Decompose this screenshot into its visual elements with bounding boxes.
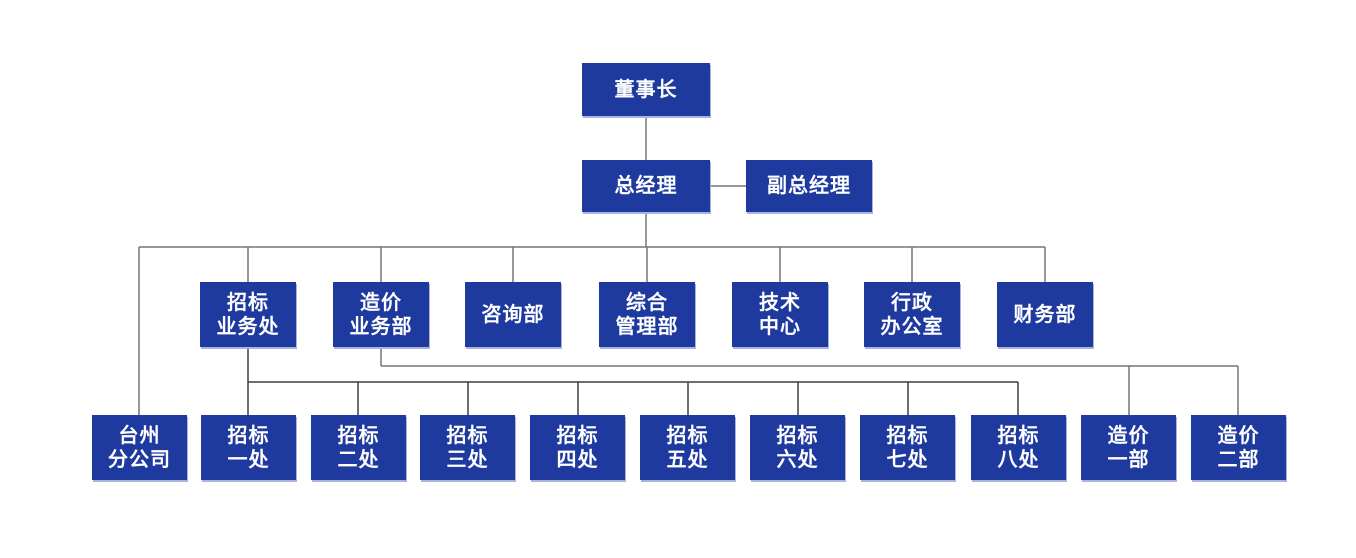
org-node-label: 业务部 [349,315,413,338]
org-node-bidding-office: 招标业务处 [200,282,296,347]
org-node-taizhou-branch: 台州分公司 [92,415,187,480]
org-node-cost-section-2: 造价二部 [1191,415,1286,480]
org-node-bidding-section-4: 招标四处 [530,415,625,480]
org-node-chairman: 董事长 [582,63,710,116]
org-node-label: 招标 [666,424,709,447]
org-node-label: 总经理 [614,175,678,197]
org-node-label: 造价 [1217,424,1260,447]
org-node-consulting-dept: 咨询部 [465,282,561,347]
org-node-bidding-section-8: 招标八处 [971,415,1066,480]
org-node-label: 五处 [666,448,709,471]
org-node-label: 六处 [776,448,819,471]
org-node-label: 三处 [446,448,489,471]
org-node-bidding-section-1: 招标一处 [201,415,296,480]
org-node-general-mgmt-dept: 综合管理部 [599,282,695,347]
org-node-label: 招标 [886,424,929,447]
org-node-finance-dept: 财务部 [997,282,1093,347]
org-node-label: 招标 [227,291,269,314]
org-node-label: 办公室 [880,315,944,338]
org-node-deputy-gm: 副总经理 [746,160,872,212]
org-node-label: 招标 [997,424,1040,447]
org-node-bidding-section-5: 招标五处 [640,415,735,480]
org-node-label: 招标 [776,424,819,447]
org-node-label: 中心 [759,315,801,338]
org-node-label: 财务部 [1013,303,1077,326]
org-node-cost-section-1: 造价一部 [1081,415,1176,480]
org-node-bidding-section-6: 招标六处 [750,415,845,480]
org-node-label: 分公司 [108,448,171,471]
org-node-admin-office: 行政办公室 [864,282,960,347]
org-node-label: 四处 [556,448,599,471]
org-node-bidding-section-2: 招标二处 [311,415,406,480]
org-node-label: 招标 [227,424,270,447]
org-node-bidding-section-7: 招标七处 [860,415,955,480]
org-node-label: 八处 [997,448,1040,471]
org-node-label: 综合 [626,291,668,314]
org-node-label: 管理部 [615,315,679,338]
org-node-label: 招标 [446,424,489,447]
org-node-label: 造价 [360,291,402,314]
org-node-label: 副总经理 [767,175,851,197]
org-node-label: 台州 [118,424,161,447]
org-node-label: 二处 [337,448,380,471]
org-node-label: 一部 [1107,448,1150,471]
org-node-label: 技术 [759,291,801,314]
org-node-label: 一处 [227,448,270,471]
org-node-tech-center: 技术中心 [732,282,828,347]
org-node-label: 董事长 [614,78,678,101]
org-node-label: 业务处 [216,315,280,338]
org-node-label: 二部 [1217,448,1260,471]
org-node-label: 造价 [1107,424,1150,447]
org-node-label: 七处 [886,448,929,471]
org-node-general-manager: 总经理 [582,160,710,212]
org-node-label: 行政 [891,291,933,314]
org-node-label: 招标 [556,424,599,447]
org-node-label: 招标 [337,424,380,447]
org-node-bidding-section-3: 招标三处 [420,415,515,480]
org-node-label: 咨询部 [481,303,545,326]
org-node-cost-dept: 造价业务部 [333,282,429,347]
